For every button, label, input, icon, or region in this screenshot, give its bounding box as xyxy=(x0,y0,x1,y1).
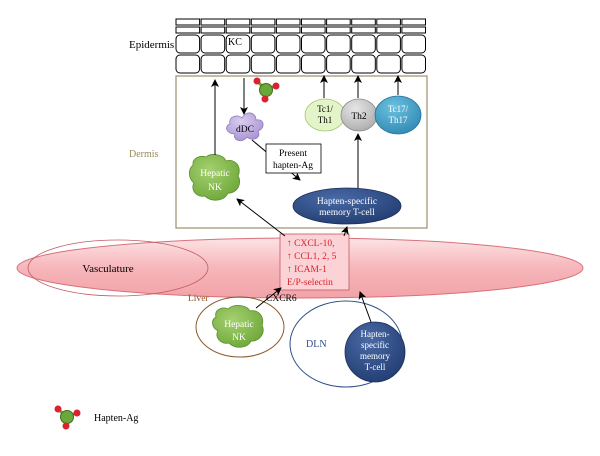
keratinocyte-cell xyxy=(225,34,251,54)
vasculature-inner-ring xyxy=(27,239,209,297)
dermis-memory-tcell xyxy=(292,187,402,225)
keratinocyte-cell xyxy=(351,54,376,74)
keratinocyte-cell xyxy=(250,18,276,26)
keratinocyte-cell xyxy=(275,18,301,26)
keratinocyte-cell xyxy=(175,18,201,26)
tc17-th17-cell xyxy=(374,95,422,135)
liver-nk-label-line1: Hepatic xyxy=(224,320,254,330)
dln-cell-label-line1: Hapten- xyxy=(361,329,390,339)
keratinocyte-cell xyxy=(175,54,201,74)
liver-label: Liver xyxy=(188,294,209,304)
keratinocyte-cell xyxy=(401,18,426,26)
keratinocyte-cell xyxy=(401,34,426,54)
keratinocyte-cell xyxy=(225,18,251,26)
keratinocyte-cell xyxy=(376,18,401,26)
legend-hapten-icon xyxy=(54,405,81,430)
dln-label: DLN xyxy=(306,339,327,350)
liver-nk-to-vessel-arrow xyxy=(255,287,282,309)
keratinocyte-cell xyxy=(250,34,276,54)
dermis-label: Dermis xyxy=(129,149,159,160)
ddc-cell xyxy=(226,112,264,142)
cxcr6-label: CXCR6 xyxy=(266,294,297,304)
keratinocyte-cell xyxy=(275,34,301,54)
dln-to-vessel-arrow xyxy=(358,291,372,323)
ddc-label: dDC xyxy=(236,125,254,135)
keratinocyte-cell xyxy=(326,34,351,54)
keratinocyte-cell xyxy=(301,54,326,74)
keratinocyte-cell xyxy=(376,34,401,54)
hapten-molecule-icon xyxy=(253,77,280,103)
keratinocyte-cell xyxy=(200,34,226,54)
keratinocyte-cell xyxy=(250,26,276,34)
keratinocyte-cell xyxy=(351,26,376,34)
keratinocyte-cell xyxy=(225,54,251,74)
keratinocyte-cell xyxy=(275,54,301,74)
present-label-line1: Present xyxy=(279,149,307,159)
keratinocyte-cell xyxy=(376,54,401,74)
keratinocyte-cell xyxy=(326,26,351,34)
keratinocyte-cell xyxy=(175,26,201,34)
epidermis-label: Epidermis xyxy=(129,39,174,51)
chemokine-line4: E/P-selectin xyxy=(287,278,333,288)
keratinocyte-cell xyxy=(250,54,276,74)
chemokine-line2: ↑ CCL1, 2, 5 xyxy=(287,252,337,262)
chemokine-box xyxy=(279,233,350,291)
chemokine-line1: ↑ CXCL-10, xyxy=(287,239,335,249)
keratinocyte-cell xyxy=(376,26,401,34)
dln-cell-label-line2: specific xyxy=(361,340,389,350)
chemokine-to-memory-arrow xyxy=(340,226,349,237)
legend-hapten-label: Hapten-Ag xyxy=(94,413,138,424)
present-hapten-box xyxy=(265,143,322,174)
liver-nk-label-line2: NK xyxy=(232,333,246,343)
chemokine-line3: ↑ ICAM-1 xyxy=(287,265,327,275)
kc-label: KC xyxy=(228,37,242,48)
tc17-label-line1: Tc17/ xyxy=(388,104,409,114)
keratinocyte-cell xyxy=(401,54,426,74)
dermis-hepatic-nk-cell xyxy=(188,154,241,201)
keratinocyte-cell xyxy=(200,18,226,26)
keratinocyte-cell xyxy=(275,26,301,34)
keratinocyte-cell xyxy=(225,26,251,34)
keratinocyte-cell xyxy=(401,26,426,34)
dln-cell-label-line3: memory xyxy=(360,351,390,361)
keratinocyte-cell xyxy=(326,54,351,74)
dermis-nk-label-line1: Hepatic xyxy=(200,169,230,179)
liver-hepatic-nk-cell xyxy=(212,305,264,348)
dermis-nk-label-line2: NK xyxy=(208,183,222,193)
chemokine-to-dermis-nk-arrow xyxy=(236,198,286,237)
th2-label: Th2 xyxy=(351,112,367,122)
tc1-label-line2: Th1 xyxy=(318,115,333,125)
keratinocyte-cell xyxy=(200,54,226,74)
memory-label-line2: memory T-cell xyxy=(319,208,375,218)
epidermis-cells xyxy=(175,18,426,74)
tc1-label-line1: Tc1/ xyxy=(317,104,333,114)
memory-label-line1: Hapten-specific xyxy=(317,196,377,207)
keratinocyte-cell xyxy=(301,26,326,34)
keratinocyte-cell xyxy=(200,26,226,34)
keratinocyte-cell xyxy=(301,18,326,26)
keratinocyte-cell xyxy=(175,34,201,54)
keratinocyte-cell xyxy=(351,18,376,26)
tc17-label-line2: Th17 xyxy=(389,115,408,125)
keratinocyte-cell xyxy=(326,18,351,26)
dln-memory-tcell xyxy=(344,321,406,383)
dln-cell-label-line4: T-cell xyxy=(365,362,386,372)
keratinocyte-cell xyxy=(301,34,326,54)
liver-outline xyxy=(195,296,285,358)
present-label-line2: hapten-Ag xyxy=(273,161,313,171)
keratinocyte-cell xyxy=(351,34,376,54)
vasculature-label: Vasculature xyxy=(82,263,133,275)
dermis-box xyxy=(175,75,428,229)
